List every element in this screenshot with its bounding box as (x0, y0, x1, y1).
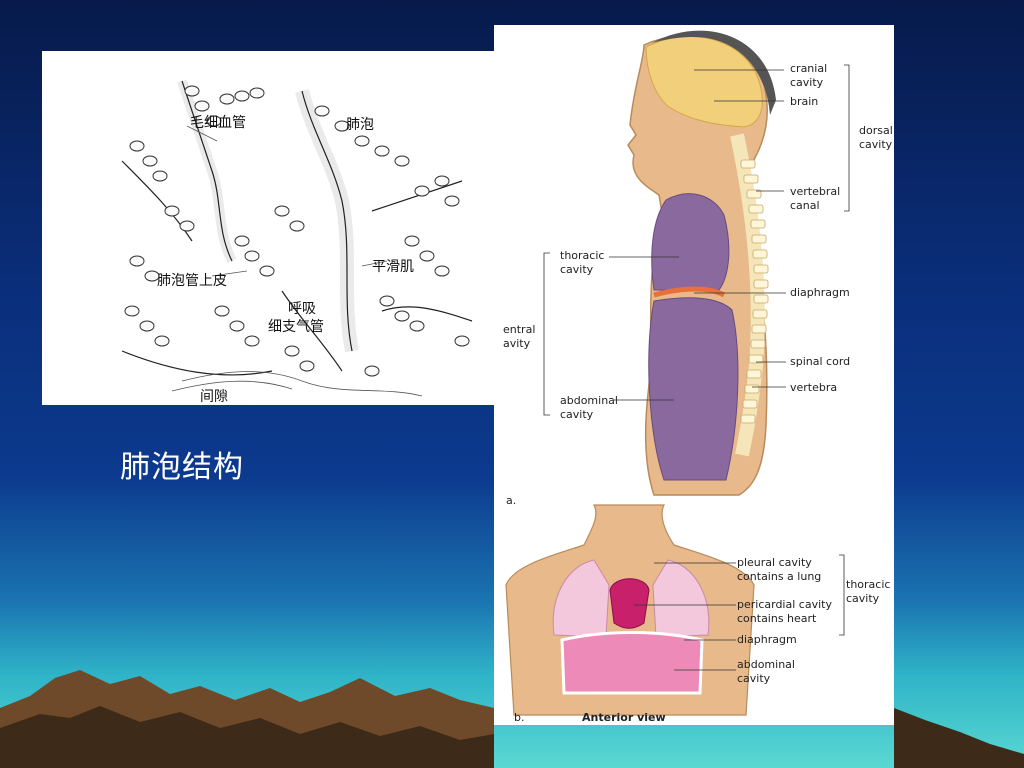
label-diaphragm-anterior: diaphragm (737, 633, 797, 646)
alveoli-illustration: 毛细血管 肺泡 平滑肌 肺泡管上皮 呼吸 细支气管 间隙 (42, 51, 498, 405)
label-brain: brain (790, 95, 819, 108)
label-dorsal-cavity: dorsal cavity (859, 124, 893, 151)
label-abdominal-cavity-lateral: abdominal cavity (560, 394, 618, 421)
label-septum: 间隙 (200, 389, 228, 405)
label-thoracic-cavity: thoracic cavity (560, 249, 605, 276)
mountain-decoration (0, 670, 1024, 768)
label-alveolus: 肺泡 (346, 117, 374, 133)
label-respiratory-bronchiole-2: 细支气管 (268, 319, 324, 335)
label-vertebra: vertebra (790, 381, 838, 394)
label-smooth-muscle: 平滑肌 (372, 259, 414, 275)
slide-caption: 肺泡结构 (120, 450, 244, 485)
label-capillary: 毛细血管 (190, 115, 246, 131)
label-cranial-cavity: cranial cavity (790, 62, 828, 89)
panel-a-letter: a. (506, 494, 517, 507)
label-spinal-cord: spinal cord (790, 355, 851, 368)
label-pleural-cavity: pleural cavity contains a lung (737, 556, 822, 583)
label-thoracic-cavity-anterior: thoracic cavity (846, 578, 891, 605)
body-cavities-illustration: cranial cavity brain dorsal cavity verte… (494, 25, 894, 725)
label-abdominal-cavity-anterior: abdominal cavity (737, 658, 795, 685)
panel-b-title: Anterior view (582, 711, 666, 724)
alveoli-drawing (121, 79, 473, 397)
label-vertebral-canal: vertebral canal (790, 185, 841, 212)
label-ventral-cavity: entral avity (503, 323, 536, 350)
label-duct-epithelium: 肺泡管上皮 (157, 273, 227, 289)
label-respiratory-bronchiole-1: 呼吸 (288, 301, 316, 317)
label-pericardial-cavity: pericardial cavity contains heart (737, 598, 832, 625)
body-cavities-drawing (505, 30, 850, 716)
panel-b-letter: b. (514, 711, 525, 724)
label-diaphragm-lateral: diaphragm (790, 286, 850, 299)
